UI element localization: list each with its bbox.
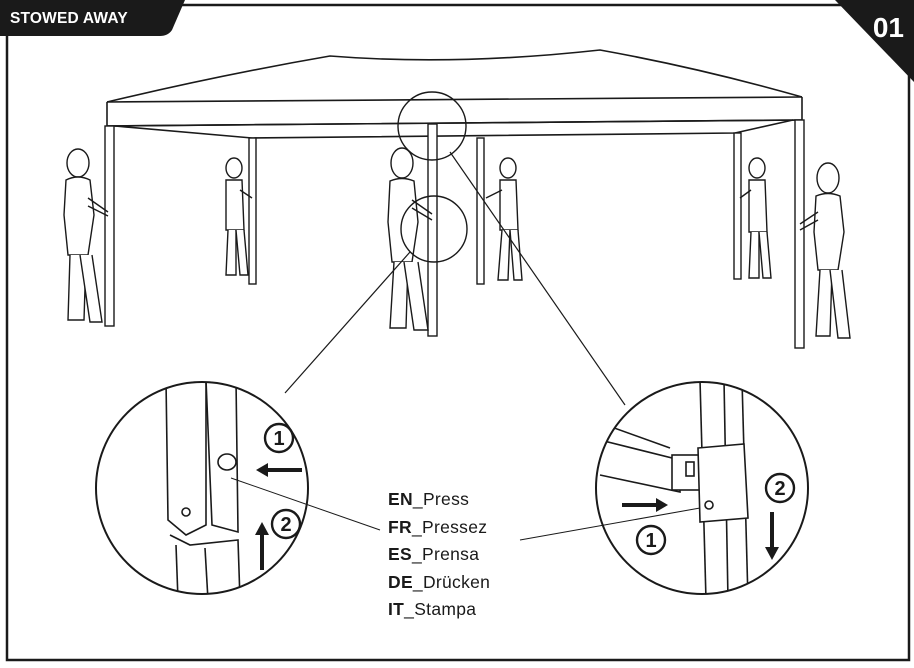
legend-text: _Prensa: [411, 544, 480, 564]
language-legend: EN_Press FR_Pressez ES_Prensa DE_Drücken…: [388, 486, 490, 624]
step-2-label-left: 2: [280, 514, 291, 536]
page-number: 01: [872, 12, 904, 43]
legend-code: DE: [388, 571, 413, 592]
title-tab: [0, 0, 185, 36]
person-4: [485, 157, 523, 281]
step-1-badge-left: [263, 422, 295, 454]
callout-circle-top: [397, 91, 467, 161]
person-1: [63, 148, 109, 323]
legend-leader-left: [230, 477, 381, 531]
person-figures: [63, 147, 851, 339]
step-2-label-right: 2: [774, 478, 785, 500]
detail-left: 1 2: [95, 381, 309, 595]
person-6: [799, 162, 851, 339]
callout-circle-bottom: [400, 195, 468, 263]
legend-code: FR: [388, 516, 412, 537]
step-2-badge-right: [764, 472, 796, 504]
step-1-badge-right: [635, 524, 667, 556]
gazebo-poles: [104, 119, 805, 349]
gazebo-canopy: [106, 49, 803, 139]
legend-text: _Drücken: [412, 571, 491, 592]
detail-right: 1 2: [595, 381, 809, 595]
step-2-badge-left: [270, 508, 302, 540]
legend-text: _Pressez: [411, 516, 488, 537]
page-number-tab: [835, 0, 914, 82]
section-title: STOWED AWAY: [10, 10, 128, 27]
legend-row-en: EN_Press: [388, 486, 490, 514]
person-2: [225, 157, 253, 276]
page-frame: [5, 3, 911, 662]
legend-leader-right: [519, 507, 701, 541]
leader-line-right: [449, 151, 626, 406]
legend-row-it: IT_Stampa: [388, 596, 490, 624]
legend-text: _Press: [412, 489, 470, 509]
legend-code: IT: [388, 599, 405, 619]
legend-code: ES: [388, 544, 412, 564]
person-3: [387, 147, 433, 331]
legend-row-de: DE_Drücken: [388, 569, 490, 597]
legend-row-es: ES_Prensa: [388, 541, 490, 569]
step-1-label-left: 1: [273, 428, 284, 450]
person-5: [739, 157, 772, 279]
legend-code: EN: [388, 489, 413, 509]
legend-row-fr: FR_Pressez: [388, 514, 490, 542]
legend-text: _Stampa: [404, 599, 477, 619]
leader-line-left: [284, 251, 411, 394]
step-1-label-right: 1: [645, 530, 656, 552]
